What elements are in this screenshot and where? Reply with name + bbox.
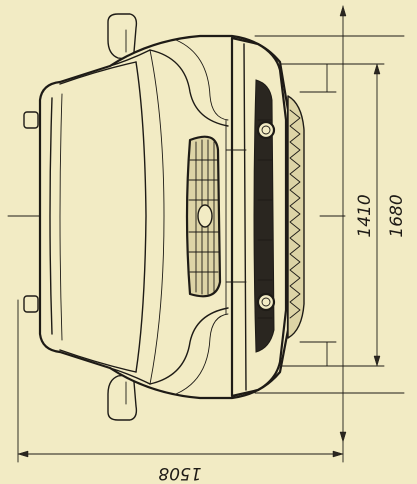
car-body <box>23 13 305 421</box>
dimension-arrows <box>17 5 381 458</box>
front-badge <box>197 204 213 228</box>
wiper-top <box>23 111 39 129</box>
dimension-label-wheelbase: 1508 <box>158 463 201 483</box>
front-bumper <box>230 36 288 398</box>
fog-lamp-bottom <box>256 292 276 312</box>
mirror-top <box>107 13 138 60</box>
mirror-bottom <box>107 374 138 421</box>
tread-pattern <box>289 109 301 319</box>
dimension-label-overall-width: 1680 <box>387 194 407 237</box>
lower-intake <box>253 79 275 353</box>
dimension-label-track: 1410 <box>355 194 375 237</box>
dimension-lines <box>7 5 405 463</box>
fog-lamp-top <box>256 120 276 140</box>
wiper-bottom <box>23 295 39 313</box>
